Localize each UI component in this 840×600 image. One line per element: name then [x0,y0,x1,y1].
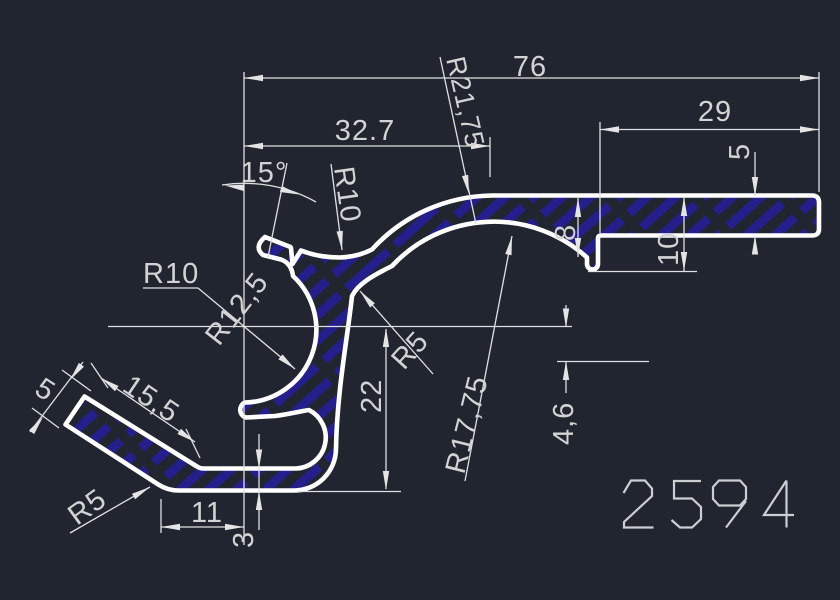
svg-text:22: 22 [356,379,388,413]
svg-text:76: 76 [513,51,547,83]
svg-text:R10: R10 [143,258,199,290]
svg-text:15°: 15° [241,157,288,189]
svg-text:32.7: 32.7 [335,115,395,147]
svg-text:4,6: 4,6 [548,402,580,445]
svg-text:3: 3 [228,531,260,548]
svg-text:8: 8 [550,224,582,241]
svg-text:11: 11 [191,497,223,529]
svg-text:R10: R10 [327,165,367,225]
svg-text:5: 5 [724,143,756,160]
svg-text:10: 10 [653,232,685,266]
svg-text:29: 29 [698,96,732,128]
